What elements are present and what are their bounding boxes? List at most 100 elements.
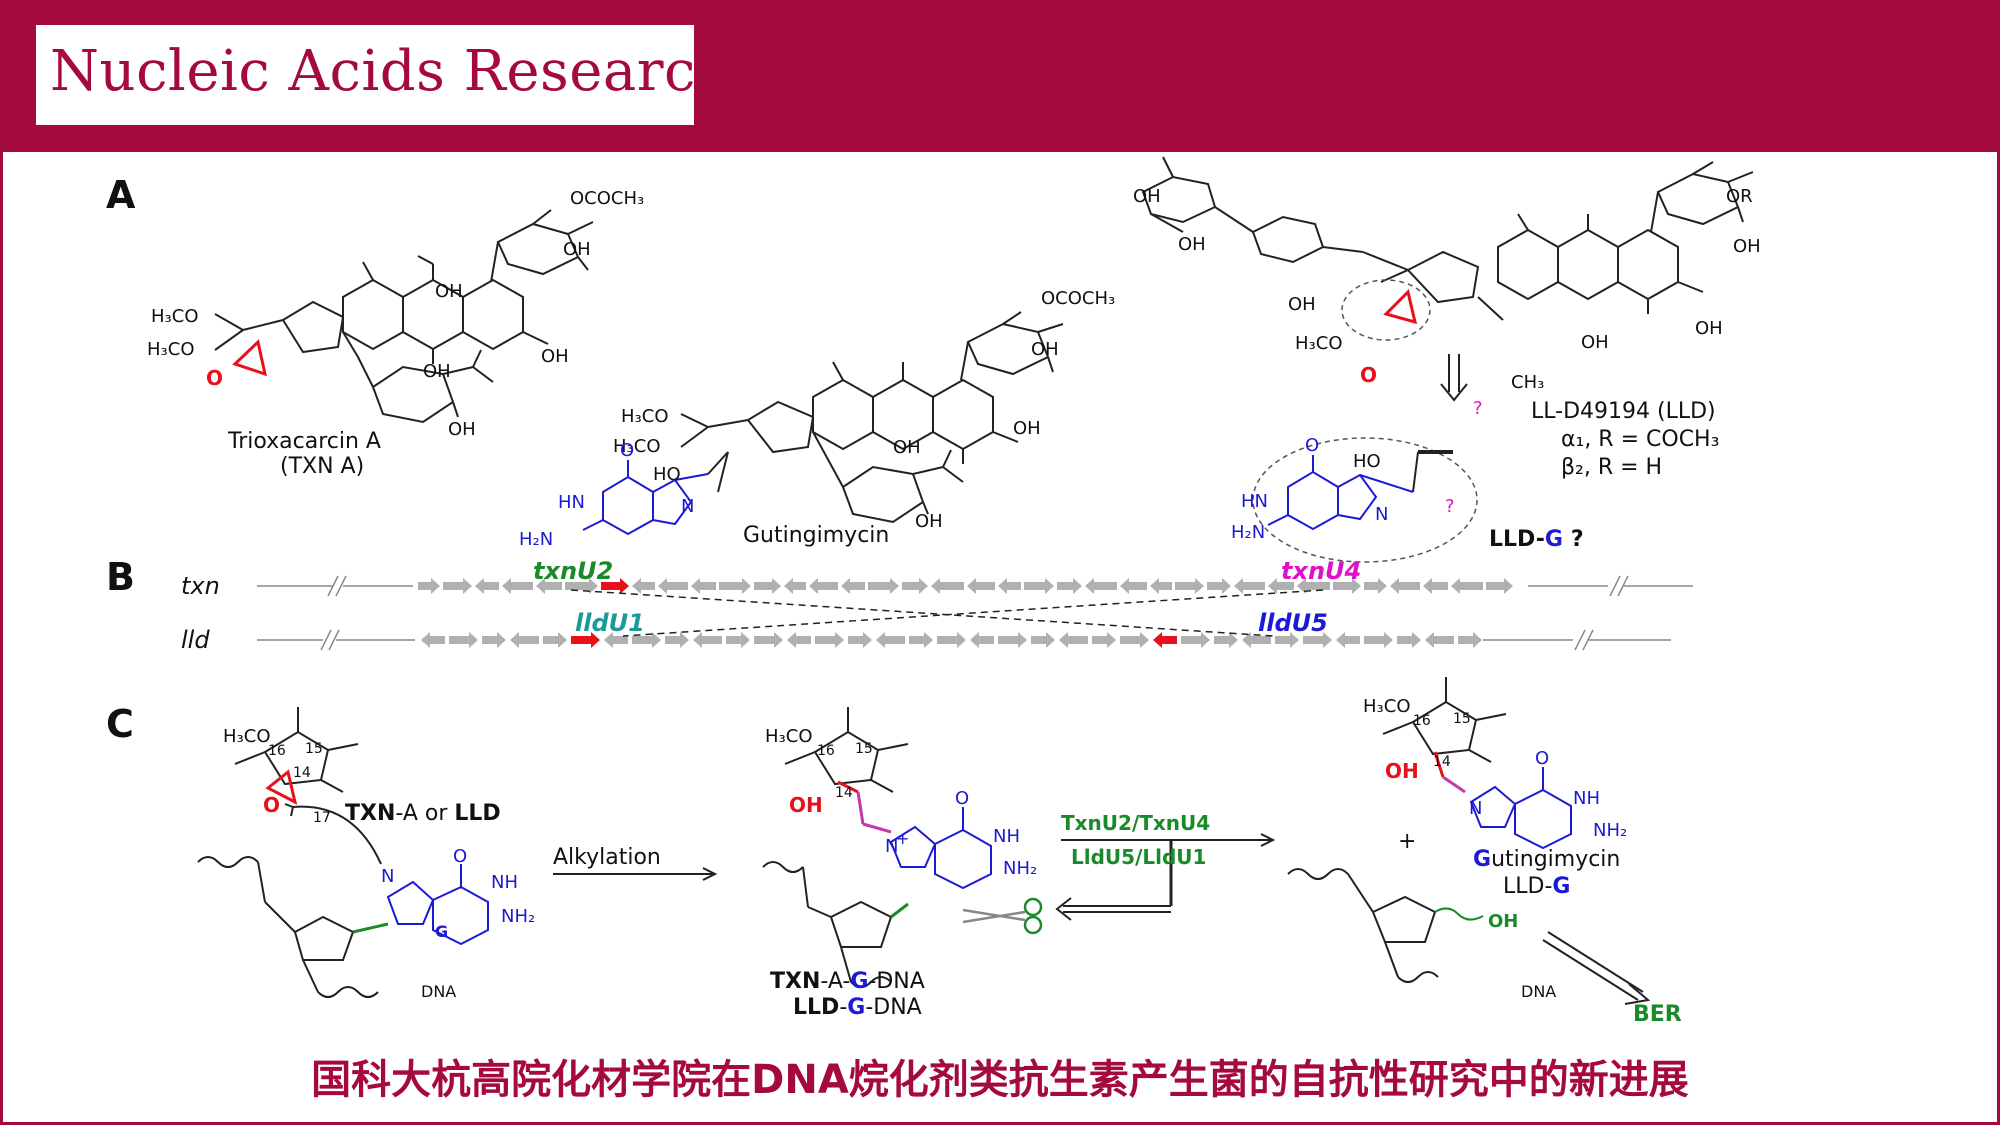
txn-gene-arrows <box>418 578 1513 594</box>
lld-oh-6: OH <box>1581 332 1609 353</box>
c-prod-c16: 16 <box>1413 713 1431 729</box>
gene-arrow <box>1207 578 1231 594</box>
c-reactant-nh: NH <box>491 872 518 893</box>
gene-arrow <box>726 632 750 648</box>
gene-arrow <box>1092 632 1116 648</box>
enzyme-label-2: LldU5/LldU1 <box>1071 845 1206 869</box>
gene-arrow <box>1390 578 1420 594</box>
txn-a-oh-1: OH <box>563 239 591 260</box>
guti-h3co-1: H₃CO <box>621 406 669 427</box>
gene-arrow <box>876 632 905 648</box>
c-reactant-nh2: NH₂ <box>501 906 535 927</box>
intermediate-structure <box>762 707 1043 988</box>
alkylation-label: Alkylation <box>553 845 661 870</box>
gene-arrow <box>909 632 933 648</box>
lld-oh-2: OH <box>1178 234 1206 255</box>
gene-arrow <box>1486 578 1513 594</box>
txn-a-ococh3: OCOCH₃ <box>570 188 644 209</box>
gene-arrow <box>1451 578 1483 594</box>
panel-a-label: A <box>106 173 136 217</box>
gene-arrow <box>809 578 838 594</box>
c-int-n7: N <box>885 836 898 857</box>
txn-a-h3co-2: H₃CO <box>147 339 195 360</box>
c-int-c15: 15 <box>855 741 873 757</box>
c-int-nh2: NH₂ <box>1003 858 1037 879</box>
gene-arrow-red <box>1153 632 1177 648</box>
gene-arrow <box>868 578 899 594</box>
gene-cluster-lines <box>257 575 1693 651</box>
gene-arrow <box>1364 632 1393 648</box>
gene-arrow <box>902 578 928 594</box>
figure-area: A <box>3 152 1997 1122</box>
gene-arrow <box>1364 578 1387 594</box>
gene-arrow <box>967 578 995 594</box>
gene-label-txnu4: txnU4 <box>1281 557 1361 585</box>
txn-a-oh-3: OH <box>423 361 451 382</box>
gene-arrow <box>1303 632 1332 648</box>
lld-g-label: LLD-G? <box>1489 527 1584 552</box>
gene-arrow <box>1085 578 1117 594</box>
gene-arrow <box>421 632 445 648</box>
lld-g-base-o: O <box>1305 435 1319 456</box>
txn-a-abbr: (TXN A) <box>280 454 364 479</box>
c-prod-oh: OH <box>1385 759 1419 783</box>
guti-base-hn: HN <box>558 492 585 513</box>
lld-or: OR <box>1726 186 1753 207</box>
product-structure <box>1287 677 1651 1005</box>
gene-arrow <box>418 578 440 594</box>
lld-oh-5: OH <box>1695 318 1723 339</box>
gene-arrow <box>815 632 844 648</box>
guti-oh-1: OH <box>1031 339 1059 360</box>
lld-g-base-hn: HN <box>1241 491 1268 512</box>
gene-arrow <box>754 578 781 594</box>
gene-arrow <box>998 578 1021 594</box>
guti-base-o: O <box>620 440 634 461</box>
gene-arrow <box>443 578 472 594</box>
gene-arrow <box>693 632 722 648</box>
guti-ho: HO <box>653 464 681 485</box>
txn-row-label: txn <box>181 572 220 600</box>
txn-a-h3co-1: H₃CO <box>151 306 199 327</box>
gene-arrow <box>1150 578 1172 594</box>
guti-base-h2n: H₂N <box>519 529 553 550</box>
gene-arrow <box>536 578 562 594</box>
lld-gene-arrows <box>421 632 1482 648</box>
adduct-label-2: LLD-G-DNA <box>793 995 922 1020</box>
gene-label-lldu1: lldU1 <box>575 609 645 637</box>
header-band: Nucleic Acids Research <box>0 0 2000 152</box>
gene-arrow <box>1268 578 1294 594</box>
c-reactant-epox-o: O <box>263 793 280 817</box>
gene-arrow <box>1175 578 1204 594</box>
guti-base-n: N <box>681 496 694 517</box>
gene-arrow <box>1059 632 1088 648</box>
guti-h3co-2: H₃CO <box>613 436 661 457</box>
gene-arrow <box>1234 578 1265 594</box>
lld-question-1: ? <box>1473 398 1483 419</box>
c-reactant-dna: DNA <box>421 982 456 1001</box>
gene-arrow <box>719 578 751 594</box>
gene-arrow <box>658 578 688 594</box>
guti-oh-2: OH <box>1013 418 1041 439</box>
gutingimycin-name: Gutingimycin <box>743 523 889 548</box>
adduct-label-1: TXN-A-G-DNA <box>770 969 925 994</box>
homology-links <box>570 589 1324 637</box>
c-prod-c14: 14 <box>1433 754 1451 770</box>
gene-arrow <box>691 578 716 594</box>
c-int-oh: OH <box>789 793 823 817</box>
gene-arrow <box>937 632 966 648</box>
c-int-c16: 16 <box>817 743 835 759</box>
gene-arrow <box>1423 578 1448 594</box>
lld-name: LL-D49194 (LLD) <box>1531 399 1716 424</box>
lld-g-ho: HO <box>1353 451 1381 472</box>
c-prod-n7: N <box>1469 798 1482 819</box>
txn-a-structure <box>214 209 594 424</box>
c-prod-sugar-oh: OH <box>1488 911 1518 932</box>
c-int-o6: O <box>955 788 969 809</box>
gene-arrow <box>510 632 539 648</box>
c-reactant-n7: N <box>381 866 394 887</box>
c-prod-nh: NH <box>1573 788 1600 809</box>
guti-ococh3: OCOCH₃ <box>1041 288 1115 309</box>
guti-oh-4: OH <box>915 511 943 532</box>
c-reactant-c16: 16 <box>268 743 286 759</box>
product-name-lld-g: LLD-G <box>1503 874 1570 899</box>
